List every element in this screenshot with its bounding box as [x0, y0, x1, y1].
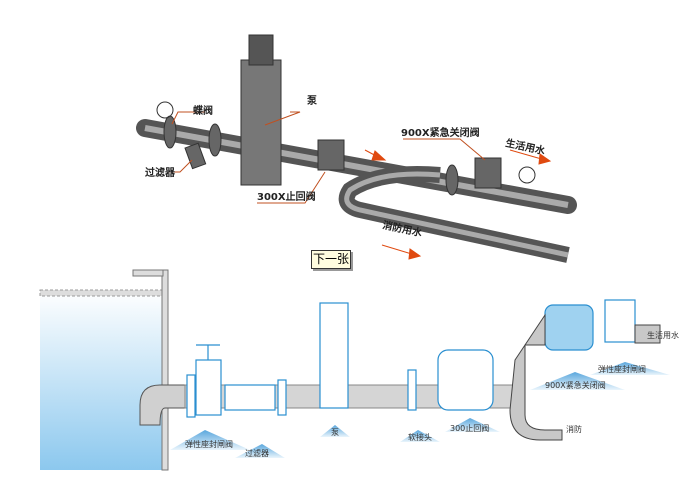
leader-lines [168, 111, 486, 204]
tank-wall [161, 269, 169, 471]
gate-valve-handwheel [518, 166, 536, 184]
leader-line [257, 171, 326, 204]
tank-top-edge [39, 289, 163, 297]
pipe-flange [186, 374, 196, 418]
bottom-schematic: 弹性座封闸阀 过滤器 泵 软接头 300止回阀 900X紧急关闭阀 弹性座封闸阀… [39, 269, 679, 471]
label-emergency-valve: 900X紧急关闭阀 [401, 126, 480, 139]
water-tank [40, 290, 162, 470]
leader-line [168, 159, 193, 173]
label-emergency-valve-b: 900X紧急关闭阀 [545, 380, 606, 390]
check-valve-schematic [437, 349, 494, 411]
flow-arrow-head [408, 248, 422, 260]
label-filter: 过滤器 [145, 166, 176, 179]
label-butterfly-valve: 蝶阀 [193, 104, 213, 117]
emergency-valve-schematic [544, 304, 594, 351]
tank-rim [132, 269, 164, 277]
leader-line [403, 138, 486, 161]
schematic-fittings [186, 299, 636, 418]
gate-valve-2 [604, 299, 636, 343]
pipe-flange [208, 123, 222, 157]
check-valve-body [317, 139, 345, 171]
label-pump-b: 泵 [331, 428, 339, 437]
fire-branch-pipe [509, 313, 563, 441]
label-triangle [445, 418, 500, 432]
pump-body [240, 59, 282, 186]
emergency-valve-body [474, 157, 502, 189]
flow-arrow-head [371, 150, 387, 161]
butterfly-valve-flange [163, 115, 177, 149]
top-pipeline: 蝶阀 泵 过滤器 300X止回阀 900X紧急关闭阀 生活用水 消防用水 [136, 34, 577, 263]
pipe-flange [445, 164, 459, 196]
gate-valve-1 [195, 359, 222, 416]
label-check-valve: 300X止回阀 [257, 190, 316, 203]
label-triangle [320, 425, 350, 437]
label-gate-valve-2: 弹性座封闸阀 [598, 364, 646, 374]
fire-pipe-highlight [344, 171, 569, 258]
top-fittings [156, 101, 536, 196]
pump-schematic [319, 302, 349, 409]
label-triangle [590, 362, 670, 375]
label-check-valve-b: 300止回阀 [450, 423, 489, 433]
filter-schematic [224, 384, 276, 411]
label-triangle [170, 430, 250, 450]
leader-line [264, 111, 301, 126]
leader-line [171, 111, 205, 125]
next-image-button[interactable]: 下一张 [311, 250, 351, 269]
pipe-flange [277, 379, 287, 416]
label-pump: 泵 [307, 95, 318, 107]
pump-motor [248, 34, 274, 66]
soft-joint [407, 369, 417, 411]
flow-arrows [364, 149, 552, 260]
domestic-outlet-pipe [634, 324, 661, 344]
filter-body [184, 142, 207, 170]
label-triangle [400, 430, 440, 442]
label-soft-joint: 软接头 [408, 432, 432, 442]
label-fire-b: 消防 [566, 424, 582, 434]
label-gate-valve-1: 弹性座封闸阀 [185, 439, 233, 449]
label-backgrounds [170, 362, 670, 458]
butterfly-valve-handwheel [156, 101, 174, 119]
label-triangle [235, 444, 285, 458]
label-triangle [530, 372, 625, 390]
label-domestic-water-b: 生活用水 [647, 330, 679, 340]
flow-arrow-head [538, 153, 552, 165]
label-filter-b: 过滤器 [245, 448, 269, 458]
